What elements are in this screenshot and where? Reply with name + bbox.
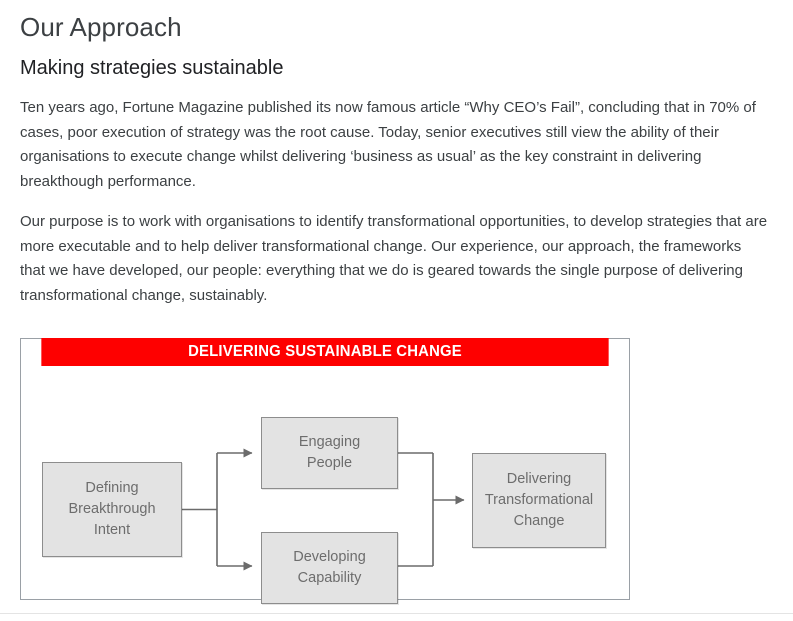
body-paragraph-1: Ten years ago, Fortune Magazine publishe… [20, 99, 756, 190]
diagram-container: DELIVERING SUSTAINABLE CHANGE [20, 338, 630, 604]
body-paragraph-2: Our purpose is to work with organisation… [20, 213, 768, 304]
page-bottom-divider [0, 613, 793, 614]
diagram-header-title: DELIVERING SUSTAINABLE CHANGE [188, 343, 462, 360]
page-subtitle: Making strategies sustainable [20, 57, 284, 79]
diagram-header-banner: DELIVERING SUSTAINABLE CHANGE [41, 338, 609, 366]
article-content: Our Approach Making strategies sustainab… [20, 10, 773, 308]
page-title: Our Approach [20, 12, 182, 42]
